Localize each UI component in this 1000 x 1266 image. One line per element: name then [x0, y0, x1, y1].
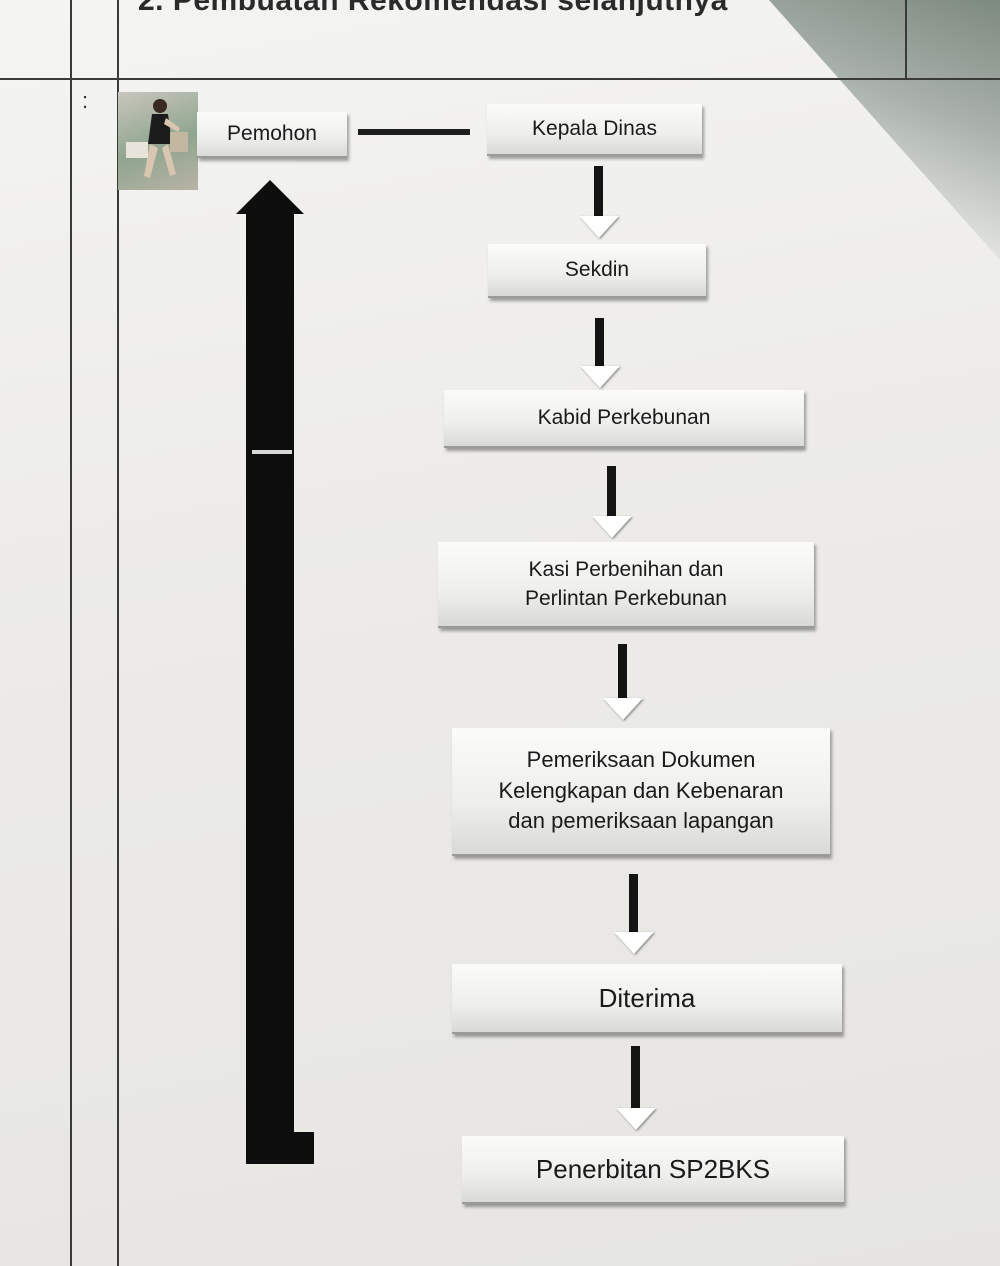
right-rule — [905, 0, 907, 80]
arrow-down-1 — [579, 166, 619, 238]
return-arrow-break — [252, 450, 292, 454]
left-outer-rule — [70, 0, 72, 1266]
page-shadow — [769, 0, 1000, 260]
arrow-down-2 — [580, 318, 620, 388]
step-box-kepala-dinas: Kepala Dinas — [487, 104, 702, 156]
applicant-label: Pemohon — [227, 122, 317, 146]
arrow-down-5 — [614, 874, 654, 954]
step-box-diterima: Diterima — [452, 964, 842, 1034]
step-box-kasi: Kasi Perbenihan dan Perlintan Perkebunan — [438, 542, 814, 628]
step-box-kabid: Kabid Perkebunan — [444, 390, 804, 448]
return-arrow-head — [236, 180, 304, 214]
arrow-down-4 — [603, 644, 643, 720]
applicant-connector — [358, 129, 470, 135]
left-inner-rule — [117, 0, 119, 1266]
step-label-kabid: Kabid Perkebunan — [537, 406, 711, 430]
step-box-sekdin: Sekdin — [488, 244, 706, 298]
step-box-penerbitan: Penerbitan SP2BKS — [462, 1136, 844, 1204]
arrow-down-3 — [592, 466, 632, 538]
step-label-diterima: Diterima — [598, 982, 696, 1013]
step-label-sekdin: Sekdin — [564, 258, 630, 282]
return-arrow-shaft — [246, 212, 294, 1164]
applicant-box: Pemohon — [197, 112, 347, 158]
step-box-pemeriksaan: Pemeriksaan Dokumen Kelengkapan dan Kebe… — [452, 728, 830, 856]
colon: : — [82, 88, 89, 113]
header-separator — [0, 78, 1000, 80]
header-text: 2. Pembuatan Rekomendasi selanjutnya — [138, 0, 728, 17]
step-label-kepala-dinas: Kepala Dinas — [532, 117, 657, 141]
person-icon — [118, 92, 198, 190]
step-label-pemeriksaan: Pemeriksaan Dokumen Kelengkapan dan Kebe… — [498, 746, 784, 834]
return-arrow-foot — [246, 1132, 314, 1164]
arrow-down-6 — [616, 1046, 656, 1130]
step-label-penerbitan: Penerbitan SP2BKS — [535, 1153, 771, 1184]
step-label-kasi: Kasi Perbenihan dan Perlintan Perkebunan — [525, 557, 727, 610]
